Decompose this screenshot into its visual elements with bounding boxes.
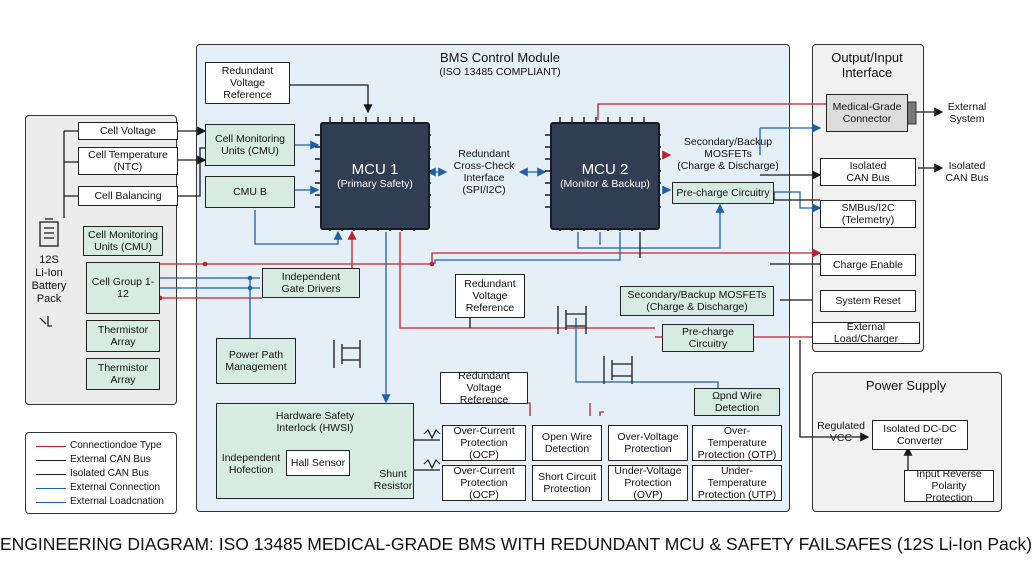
cell-temperature-input: Cell Temperature (NTC) (78, 147, 178, 175)
legend-label: Connectiondoe Type (70, 440, 162, 451)
hall-sensor: Hall Sensor (286, 450, 350, 476)
isolated-dc-dc-converter: Isolated DC-DC Converter (872, 420, 968, 450)
legend-item: Connectiondoe Type (36, 440, 162, 452)
power-path-management: Power Path Management (216, 338, 296, 384)
mcu-2-subtitle: (Monitor & Backup) (560, 178, 650, 190)
mcu-1-title: MCU 1 (351, 161, 399, 178)
cell-voltage-input: Cell Voltage (78, 122, 178, 140)
charge-enable: Charge Enable (820, 254, 916, 276)
hardware-safety-interlock: Hardware Safety Interlock (HWSI) (216, 403, 414, 499)
legend-swatch (36, 460, 66, 461)
under-temperature-protection: Under-Temperature Protection (UTP) (692, 465, 782, 501)
over-current-protection-2: Over-Current Protection (OCP) (442, 465, 526, 501)
mcu-1-subtitle: (Primary Safety) (337, 178, 413, 190)
isolated-can-bus: Isolated CAN Bus (820, 158, 916, 186)
short-circuit-protection: Short Circuit Protection (532, 465, 602, 501)
legend-panel (25, 432, 177, 514)
bms-title: BMS Control Module (440, 50, 560, 65)
legend-item: External Connection (36, 482, 161, 494)
smbus-telemetry: SMBus/I2C (Telemetry) (820, 200, 916, 228)
precharge-circuitry-top: Pre-charge Circuitry (672, 182, 774, 204)
precharge-circuitry-mid: Pre-charge Circuitry (662, 324, 754, 352)
redundant-voltage-reference-low: Redundant Voltage Reference (440, 370, 528, 406)
legend-swatch (36, 474, 66, 475)
redundant-voltage-reference-top: Redundant Voltage Reference (205, 62, 290, 104)
system-reset: System Reset (820, 290, 916, 312)
hwsi-title: Hardware Safety Interlock (HWSI) (275, 410, 355, 434)
legend-item: Isolated CAN Bus (36, 468, 149, 480)
external-load-charger: External Load/Charger (812, 321, 920, 345)
legend-label: Isolated CAN Bus (70, 468, 149, 479)
isolated-can-bus-external: Isolated CAN Bus (945, 160, 989, 184)
mcu-2-title: MCU 2 (581, 161, 629, 178)
over-current-protection-1: Over-Current Protection (OCP) (442, 425, 526, 461)
legend-label: External Loadcnation (70, 496, 164, 507)
secondary-mosfets-mid: Secondary/Backup MOSFETs (Charge & Disch… (620, 286, 774, 316)
under-voltage-protection: Under-Voltage Protection (OVP) (608, 465, 688, 501)
legend-item: External Loadcnation (36, 496, 164, 508)
legend-label: External Connection (70, 482, 161, 493)
independent-gate-drivers: Independent Gate Drivers (262, 268, 360, 298)
medical-grade-connector: Medical-Grade Connector (826, 94, 908, 132)
pack-cmu: Cell Monitoring Units (CMU) (83, 226, 163, 256)
cmu-main: Cell Monitoring Units (CMU) (205, 124, 295, 166)
over-temperature-protection: Over-Temperature Protection (OTP) (692, 425, 782, 461)
thermistor-array-2: Thermistor Array (86, 358, 160, 390)
cell-group: Cell Group 1-12 (86, 262, 160, 314)
legend-swatch (36, 488, 66, 489)
thermistor-array-1: Thermistor Array (86, 320, 160, 352)
over-voltage-protection: Over-Voltage Protection (608, 425, 688, 461)
redundant-voltage-reference-mid: Redundant Voltage Reference (455, 274, 525, 318)
legend-item: External CAN Bus (36, 454, 151, 466)
cell-balancing-input: Cell Balancing (78, 186, 178, 206)
input-reverse-polarity-protection: Input Reverse Polarity Protection (904, 468, 994, 504)
external-system-label: External System (947, 101, 987, 125)
battery-pack-label: 12S Li-Ion Battery Pack (31, 254, 67, 305)
legend-swatch (36, 446, 66, 447)
io-title: Output/Input Interface (831, 50, 903, 80)
regulated-vcc-label: Regulated VCC (817, 420, 865, 444)
independent-detection-label: Independent Hofection (221, 452, 281, 476)
bms-subtitle: (ISO 13485 COMPLIANT) (439, 66, 561, 78)
open-wire-detection-right: Ωpnd Wire Detection (694, 388, 780, 416)
cmu-b: CMU B (205, 176, 295, 208)
shunt-resistor-label: Shunt Resistor (373, 468, 413, 492)
legend-label: External CAN Bus (70, 454, 151, 465)
open-wire-detection: Open Wire Detection (532, 425, 602, 461)
power-title: Power Supply (865, 378, 947, 393)
mcu-2: MCU 2 (Monitor & Backup) (550, 122, 660, 230)
cross-check-interface: Redundant Cross-Check Interface (SPI/I2C… (453, 148, 515, 196)
diagram-caption: ENGINEERING DIAGRAM: ISO 13485 MEDICAL-G… (0, 534, 1032, 554)
mcu-1: MCU 1 (Primary Safety) (320, 122, 430, 230)
secondary-mosfets-top: Secondary/Backup MOSFETs (Charge & Disch… (677, 136, 779, 172)
legend-swatch (36, 502, 66, 503)
